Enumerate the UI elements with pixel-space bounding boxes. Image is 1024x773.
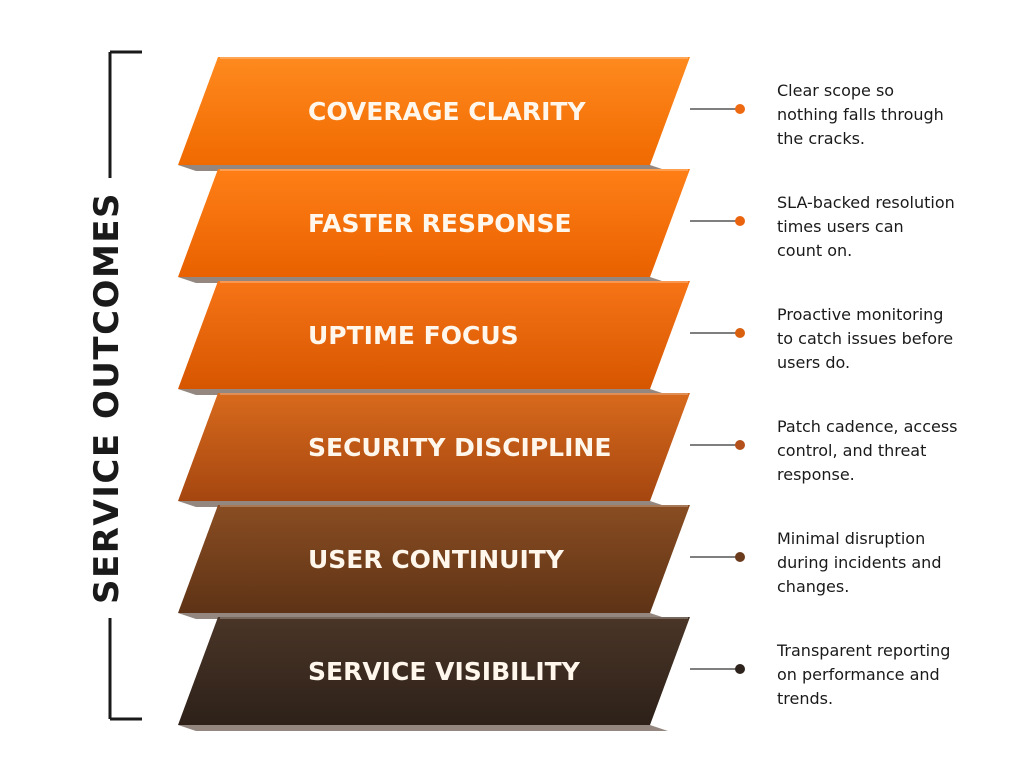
side-title: SERVICE OUTCOMES bbox=[87, 192, 127, 604]
band-label: USER CONTINUITY bbox=[308, 545, 565, 574]
description-line: to catch issues before bbox=[777, 329, 954, 348]
band-label: UPTIME FOCUS bbox=[308, 321, 519, 350]
band-shape bbox=[178, 393, 690, 501]
description-line: count on. bbox=[777, 241, 853, 260]
band-label: COVERAGE CLARITY bbox=[308, 97, 586, 126]
description-line: Transparent reporting bbox=[777, 641, 951, 660]
description-line: during incidents and bbox=[777, 553, 942, 572]
band-5: USER CONTINUITY bbox=[178, 505, 690, 619]
description-6: Transparent reporting on performance and t… bbox=[777, 639, 977, 711]
band-shape bbox=[178, 57, 690, 165]
connector-dot bbox=[735, 328, 745, 338]
description-line: trends. bbox=[777, 689, 834, 708]
description-line: SLA-backed resolution bbox=[777, 193, 955, 212]
band-shape bbox=[178, 617, 690, 725]
band-label: SECURITY DISCIPLINE bbox=[308, 433, 611, 462]
band-fold bbox=[178, 725, 668, 731]
connector-dot bbox=[735, 552, 745, 562]
connector-dot bbox=[735, 104, 745, 114]
connectors-group bbox=[690, 104, 745, 674]
description-line: Clear scope so bbox=[777, 81, 895, 100]
description-line: on performance and bbox=[777, 665, 940, 684]
band-2: FASTER RESPONSE bbox=[178, 169, 690, 283]
band-4: SECURITY DISCIPLINE bbox=[178, 393, 690, 507]
description-line: the cracks. bbox=[777, 129, 866, 148]
band-6: SERVICE VISIBILITY bbox=[178, 617, 690, 731]
description-line: nothing falls through bbox=[777, 105, 944, 124]
bands-group: COVERAGE CLARITY FASTER RESPONSE UPTIME FO… bbox=[178, 57, 690, 731]
connector-dot bbox=[735, 440, 745, 450]
description-line: changes. bbox=[777, 577, 850, 596]
description-line: Patch cadence, access bbox=[777, 417, 958, 436]
band-shape bbox=[178, 281, 690, 389]
band-shape bbox=[178, 169, 690, 277]
description-3: Proactive monitoring to catch issues befo… bbox=[777, 303, 977, 375]
description-line: response. bbox=[777, 465, 855, 484]
connector-dot bbox=[735, 216, 745, 226]
band-label: SERVICE VISIBILITY bbox=[308, 657, 581, 686]
band-label: FASTER RESPONSE bbox=[308, 209, 572, 238]
description-1: Clear scope so nothing falls through the c… bbox=[777, 79, 977, 151]
connector-dot bbox=[735, 664, 745, 674]
band-shape bbox=[178, 505, 690, 613]
description-line: times users can bbox=[777, 217, 904, 236]
description-line: control, and threat bbox=[777, 441, 927, 460]
description-4: Patch cadence, access control, and threat… bbox=[777, 415, 977, 487]
description-5: Minimal disruption during incidents and ch… bbox=[777, 527, 977, 599]
description-line: Proactive monitoring bbox=[777, 305, 944, 324]
description-line: users do. bbox=[777, 353, 851, 372]
side-bracket bbox=[108, 50, 142, 721]
band-1: COVERAGE CLARITY bbox=[178, 57, 690, 171]
description-2: SLA-backed resolution times users can coun… bbox=[777, 191, 977, 263]
description-line: Minimal disruption bbox=[777, 529, 926, 548]
band-3: UPTIME FOCUS bbox=[178, 281, 690, 395]
